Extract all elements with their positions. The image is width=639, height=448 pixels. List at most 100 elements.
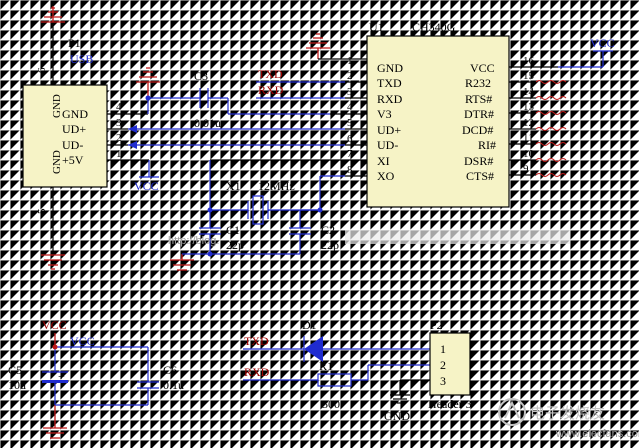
p1-pin1-name: +5V [62, 153, 84, 167]
u1-pin6-number: 6 [347, 133, 353, 145]
c3-ref: C3 [194, 69, 208, 83]
p1-pin5-number: 5 [36, 208, 48, 214]
p2-ref: P2 [430, 318, 443, 332]
u1-name: CH340G [412, 20, 456, 34]
net-label-rxd: RXD [258, 83, 284, 97]
ground-symbol-crystal [170, 254, 194, 271]
watermark-site: www.elecfans.com [555, 428, 639, 440]
p2-name: Header 3 [428, 397, 472, 411]
u1-pin11-number: 11 [523, 132, 534, 144]
u1-pin7-number: 7 [347, 148, 353, 160]
diode-d1: TXD D1 [243, 318, 375, 362]
u1-pin11-name: RI# [478, 138, 496, 152]
c3-value: 0.01u [194, 116, 221, 130]
u1-pin14-number: 14 [523, 86, 535, 98]
u1-pin5-name: UD+ [377, 123, 401, 137]
c1-ref: C1 [226, 223, 240, 237]
p1-pin2-name: UD- [62, 138, 83, 152]
d1-txd-label: TXD [244, 334, 269, 348]
c2-value: 22p [321, 238, 339, 252]
u1-pin9-number: 9 [523, 163, 529, 175]
u1-pin12-number: 12 [523, 117, 534, 129]
u1-ref: U1 [369, 20, 384, 34]
u1-pin2-name: TXD [377, 76, 402, 90]
u1-pin3-name: RXD [377, 92, 403, 106]
net-txd-rxd: TXD RXD [256, 67, 345, 99]
vcc-symbol-u1: VCC [558, 36, 615, 68]
vcc-blue-label: VCC [70, 334, 95, 348]
capacitor-c5: + C5 10u [8, 363, 68, 405]
junction-dot [207, 251, 213, 257]
p1-pin4-name: GND [62, 107, 88, 121]
p1-usb-connector: P1 USB 6 GND 5 GND GND UD+ UD- +5V 4 3 2… [22, 22, 149, 255]
vcc-symbol-p1: VCC [134, 160, 159, 193]
resistor-r1: RXD R1 300 [243, 359, 430, 411]
no-connect-marks [535, 80, 567, 177]
ground-symbol-c3 [136, 67, 160, 98]
p2-body [429, 332, 471, 396]
u1-ch340g: U1 CH340G 1 2 3 4 5 6 7 8 GND TXD RXD V3… [210, 20, 558, 208]
x1-value: 12MHz [258, 179, 295, 193]
u1-pin13-number: 13 [523, 101, 535, 113]
u1-pin6-name: UD- [377, 138, 398, 152]
vcc-label-u1: VCC [590, 36, 615, 50]
c6-ref: C6 [163, 363, 177, 377]
p1-pin2-number: 2 [116, 132, 122, 144]
p1-gnd-bottom-label: GND [51, 150, 63, 174]
c6-value: 0.1u [163, 378, 184, 392]
capacitor-c1: C1 22p [199, 210, 244, 254]
p1-gnd-top-label: GND [51, 94, 63, 118]
u1-pin12-name: DCD# [462, 123, 493, 137]
usb-data-wires [128, 125, 345, 149]
u1-pin10-name: DSR# [464, 154, 493, 168]
u1-pin16-name: VCC [470, 61, 495, 75]
r1-rxd-label: RXD [244, 365, 270, 379]
net-label-txd: TXD [258, 67, 283, 81]
c5-plus: + [58, 369, 65, 383]
junction-dot [145, 95, 151, 101]
capacitor-c3: C3 0.01u [148, 69, 330, 130]
watermark-logo-icon [498, 398, 526, 426]
p1-pin4-number: 4 [116, 101, 122, 113]
watermark-url: http://blog. [168, 230, 570, 247]
d1-ref: D1 [302, 318, 317, 332]
vcc-label-p1: VCC [134, 179, 159, 193]
c5-ref: C5 [8, 363, 22, 377]
u1-pin1-name: GND [377, 61, 403, 75]
u1-pin16-number: 16 [523, 55, 535, 67]
u1-pin13-name: DTR# [464, 107, 494, 121]
u1-pin7-name: XI [377, 154, 390, 168]
p1-pin6-number: 6 [36, 67, 48, 73]
ground-symbol-p1-top [41, 6, 65, 23]
u1-pin10-number: 10 [523, 148, 535, 160]
u1-pin15-number: 15 [523, 70, 535, 82]
u1-body [366, 35, 510, 208]
vcc-red-label: VCC [42, 318, 67, 332]
c2-ref: C2 [321, 223, 335, 237]
u1-pin15-name: R232 [465, 76, 491, 90]
p2-pin2: 2 [440, 358, 446, 372]
p1-pin1-number: 1 [116, 148, 122, 160]
u1-pin4-number: 4 [347, 101, 353, 113]
p1-body [22, 84, 108, 188]
u1-pin3-number: 3 [347, 86, 353, 98]
u1-pin9-name: CTS# [466, 169, 494, 183]
power-decoupling: VCC VCC [42, 318, 149, 406]
p1-pin3-number: 3 [116, 117, 122, 129]
p2-pin3: 3 [440, 374, 446, 388]
p1-name: USB [70, 52, 93, 66]
u1-pin8-name: XO [377, 169, 395, 183]
ground-symbol-u1-pin1 [306, 33, 330, 59]
watermark-logo: 电子发烧友 www.elecfans.com [498, 398, 639, 440]
u1-pin14-name: RTS# [465, 92, 492, 106]
u1-pin1-number: 1 [347, 55, 353, 67]
capacitor-c2: C2 22p [289, 209, 339, 254]
watermark-brand: 电子发烧友 [530, 405, 605, 422]
p1-ref: P1 [68, 36, 81, 50]
p1-pin3-name: UD+ [62, 122, 86, 136]
svg-text:http://blog.: http://blog. [168, 235, 219, 247]
p2-pin1: 1 [440, 342, 446, 356]
capacitor-c6: C6 0.1u [137, 363, 184, 405]
